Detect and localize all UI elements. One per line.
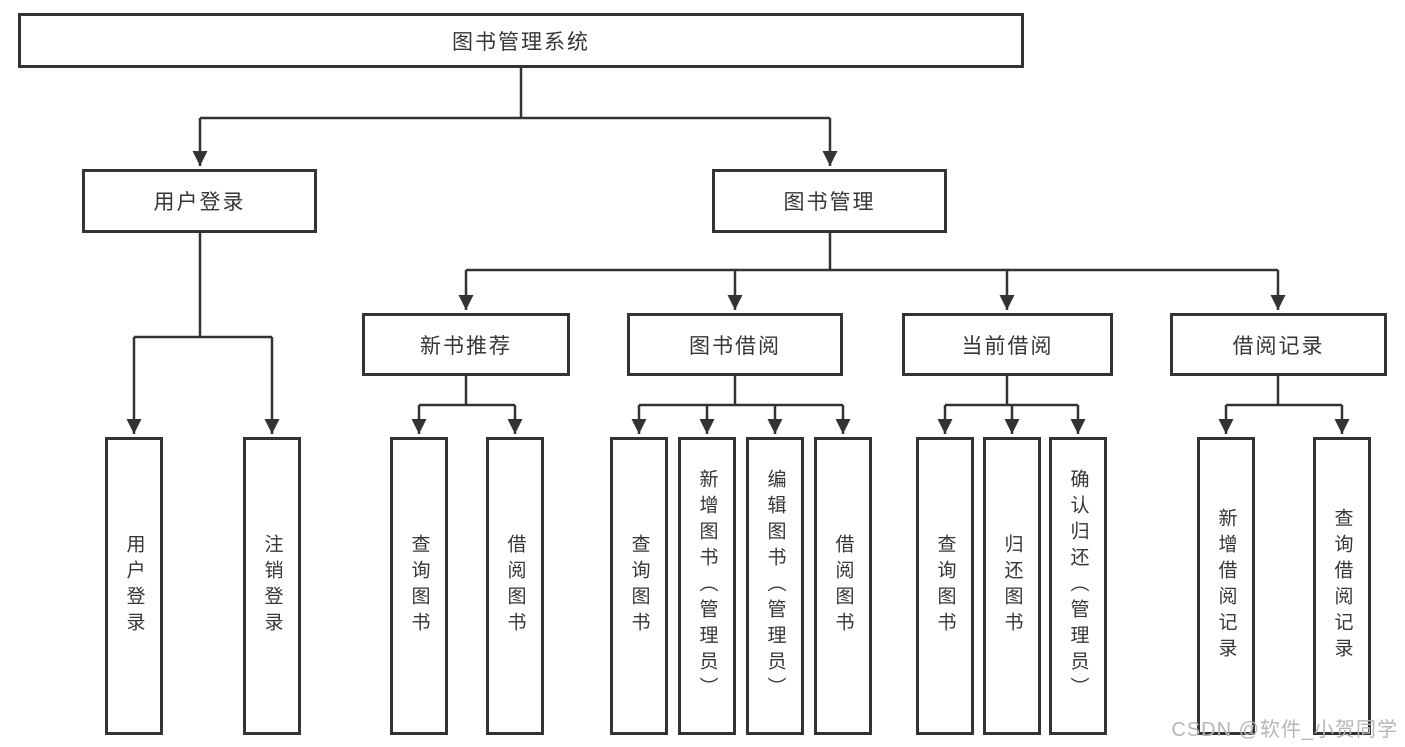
- node-label: 借阅记录: [1232, 334, 1325, 358]
- leaf-return-books: 归还图书: [983, 437, 1041, 735]
- leaf-confirm-return-admin: 确认归还（管理员）: [1049, 437, 1107, 735]
- node-book-borrowing: 图书借阅: [627, 313, 843, 376]
- leaf-label: 查询图书: [408, 534, 430, 638]
- node-label: 图书管理系统: [452, 30, 590, 54]
- connector-current-to-leaves: [937, 376, 1086, 434]
- connector-records-to-leaves: [1218, 376, 1350, 434]
- leaf-borrow-books-borrowing: 借阅图书: [814, 437, 872, 735]
- leaf-label: 借阅图书: [832, 534, 854, 638]
- leaf-label: 确认归还（管理员）: [1067, 469, 1089, 703]
- leaf-label: 用户登录: [123, 534, 145, 638]
- leaf-query-borrow-record: 查询借阅记录: [1313, 437, 1371, 735]
- node-label: 当前借阅: [961, 334, 1054, 358]
- leaf-label: 编辑图书（管理员）: [764, 469, 786, 703]
- node-user-login: 用户登录: [82, 169, 317, 233]
- node-label: 用户登录: [153, 191, 246, 214]
- leaf-label: 查询图书: [934, 534, 956, 638]
- leaf-query-books-borrowing: 查询图书: [610, 437, 668, 735]
- node-label: 图书借阅: [689, 334, 781, 358]
- leaf-label: 新增图书（管理员）: [696, 469, 718, 703]
- leaf-label: 归还图书: [1001, 534, 1023, 638]
- node-borrowing-records: 借阅记录: [1170, 313, 1387, 376]
- leaf-add-borrow-record: 新增借阅记录: [1197, 437, 1255, 735]
- connector-recommend-to-leaves: [411, 376, 523, 434]
- node-current-borrowing: 当前借阅: [902, 313, 1113, 376]
- csdn-watermark: CSDN @软件_小贺同学: [1171, 719, 1398, 741]
- connector-borrowing-to-leaves: [631, 376, 851, 434]
- leaf-borrow-books-recommend: 借阅图书: [486, 437, 544, 735]
- leaf-label: 查询借阅记录: [1331, 508, 1353, 664]
- leaf-query-books-recommend: 查询图书: [390, 437, 448, 735]
- leaf-user-login: 用户登录: [105, 437, 163, 735]
- node-library-management-system: 图书管理系统: [18, 13, 1024, 68]
- leaf-label: 注销登录: [261, 534, 283, 638]
- leaf-add-books-admin: 新增图书（管理员）: [678, 437, 736, 735]
- node-label: 新书推荐: [420, 334, 512, 358]
- node-label: 图书管理: [783, 191, 876, 214]
- connector-management-to-level2: [458, 233, 1286, 310]
- leaf-query-books-current: 查询图书: [916, 437, 974, 735]
- leaf-label: 新增借阅记录: [1215, 508, 1237, 664]
- leaf-edit-books-admin: 编辑图书（管理员）: [746, 437, 804, 735]
- leaf-label: 借阅图书: [504, 534, 526, 638]
- node-new-book-recommendation: 新书推荐: [362, 313, 570, 376]
- connector-root-to-level1: [192, 68, 838, 166]
- connector-login-to-leaves: [126, 233, 280, 434]
- leaf-label: 查询图书: [628, 534, 650, 638]
- leaf-logout: 注销登录: [243, 437, 301, 735]
- node-book-management: 图书管理: [712, 169, 947, 233]
